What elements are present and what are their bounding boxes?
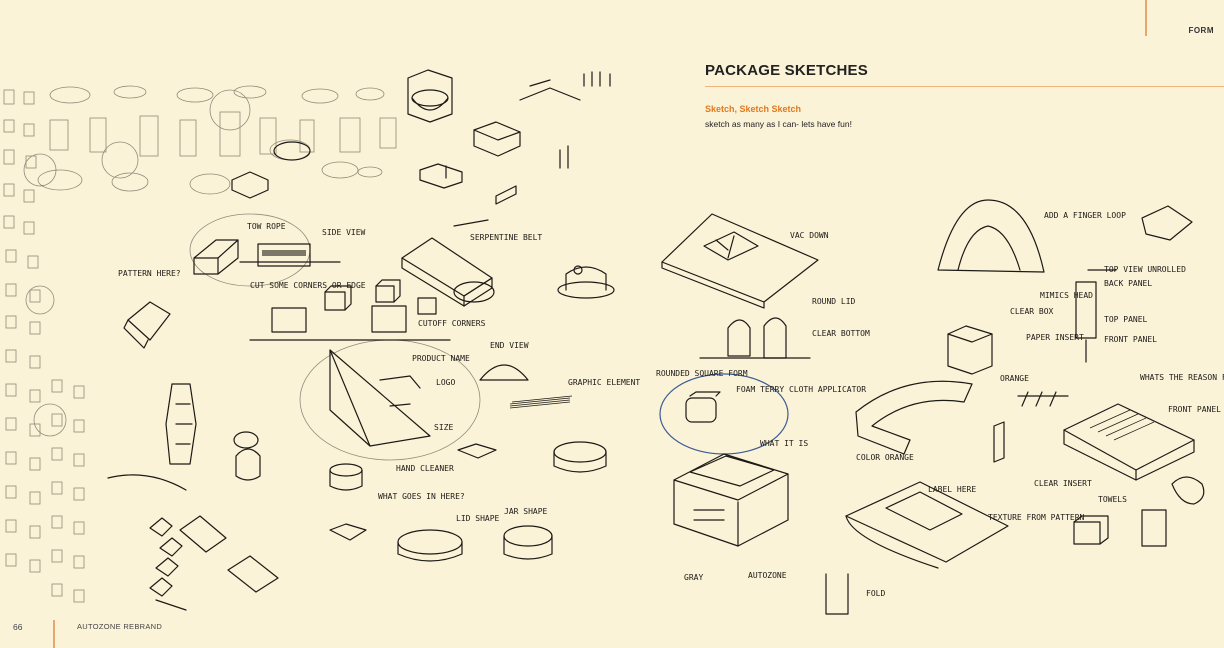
annotation-orange: ORANGE: [1000, 374, 1029, 383]
footer-accent-rule: [53, 620, 55, 648]
annotation-what-it-is: WHAT IT IS: [760, 439, 808, 448]
clear-box-insert-sketch: TOP VIEW UNROLLED BACK PANEL MIMICS HEAD…: [947, 265, 1186, 407]
annotation-serpentine-belt: SERPENTINE BELT: [470, 233, 542, 242]
annotation-lid-shape: LID SHAPE: [456, 514, 500, 523]
annotation-pattern-here: PATTERN HERE?: [118, 269, 181, 278]
serpentine-belt-package-sketch: SERPENTINE BELT: [401, 219, 615, 307]
annotation-size: SIZE: [434, 423, 453, 432]
annotation-color-orange: COLOR ORANGE: [856, 453, 914, 462]
annotation-top-panel: TOP PANEL: [1104, 315, 1148, 324]
cut-corner-cubes-sketch: CUT SOME CORNERS OR EDGE CUTOFF CORNERS: [249, 279, 486, 341]
pattern-panel-sketch: PATTERN HERE?: [118, 269, 181, 349]
autozone-box-sketch: WHAT IT IS GRAY AUTOZONE FOLD: [673, 439, 885, 615]
thumbnail-sketch-row: [37, 85, 397, 199]
annotation-autozone: AUTOZONE: [748, 571, 787, 580]
c-shape-package-sketch: COLOR ORANGE: [855, 380, 1005, 463]
hand-cleaner-jar-sketch: HAND CLEANER WHAT GOES IN HERE? LID SHAP…: [329, 441, 607, 562]
annotation-add-a-finger-loop: ADD A FINGER LOOP: [1044, 211, 1126, 220]
annotation-top-view-unrolled: TOP VIEW UNROLLED: [1104, 265, 1186, 274]
tow-rope-package-sketch: TOW ROPE SIDE VIEW: [189, 213, 366, 287]
page-subtitle: Sketch, Sketch Sketch: [705, 104, 802, 114]
annotation-rounded-square-form: ROUNDED SQUARE FORM: [656, 369, 748, 378]
annotation-clear-box: CLEAR BOX: [1010, 307, 1054, 316]
annotation-tow-rope: TOW ROPE: [247, 222, 286, 231]
annotation-front-panel: FRONT PANEL: [1104, 335, 1157, 344]
pattern-study-grid: [3, 89, 85, 603]
annotation-cutoff-corners: CUTOFF CORNERS: [418, 319, 486, 328]
annotation-jar-shape: JAR SHAPE: [504, 507, 548, 516]
section-label: FORM: [1188, 26, 1214, 35]
finger-loop-dome-sketch: ADD A FINGER LOOP: [937, 199, 1193, 273]
page-body-text: sketch as many as I can- lets have fun!: [705, 119, 852, 129]
annotation-product-name: PRODUCT NAME: [412, 354, 470, 363]
annotation-front-panel-option: FRONT PANEL OPTION: [1168, 405, 1224, 414]
annotation-graphic-element: GRAPHIC ELEMENT: [568, 378, 640, 387]
vac-down-package-sketch: VAC DOWN: [661, 213, 829, 309]
annotation-clear-bottom: CLEAR BOTTOM: [812, 329, 870, 338]
annotation-clear-insert: CLEAR INSERT: [1034, 479, 1092, 488]
annotation-foam-terry-cloth: FOAM TERRY CLOTH APPLICATOR: [736, 385, 866, 394]
annotation-towels: TOWELS: [1098, 495, 1127, 504]
front-panel-option-sketch: WHATS THE REASON FOR THE SHAPE? FRONT PA…: [1034, 373, 1224, 488]
annotation-gray: GRAY: [684, 573, 703, 582]
annotation-cut-some-corners: CUT SOME CORNERS OR EDGE: [250, 281, 366, 290]
annotation-paper-insert: PAPER INSERT: [1026, 333, 1084, 342]
page-title: PACKAGE SKETCHES: [705, 62, 868, 79]
display-stand-thumbnails: [407, 69, 611, 205]
annotation-logo: LOGO: [436, 378, 455, 387]
page-number: 66: [13, 622, 23, 632]
annotation-texture-from-pattern: TEXTURE FROM PATTERN: [988, 513, 1085, 522]
annotation-what-goes-in-here: WHAT GOES IN HERE?: [378, 492, 465, 501]
header-accent-rule: [1145, 0, 1147, 36]
document-title: AUTOZONE REBRAND: [77, 622, 163, 631]
round-lid-container-sketch: ROUND LID CLEAR BOTTOM: [699, 297, 870, 359]
annotation-mimics-head: MIMICS HEAD: [1040, 291, 1093, 300]
annotation-whats-the-reason: WHATS THE REASON FOR THE SHAPE?: [1140, 373, 1224, 382]
annotation-fold: FOLD: [866, 589, 885, 598]
title-underline-rule: [705, 86, 1224, 87]
annotation-hand-cleaner: HAND CLEANER: [396, 464, 454, 473]
annotation-back-panel: BACK PANEL: [1104, 279, 1152, 288]
annotation-end-view: END VIEW: [490, 341, 529, 350]
annotation-vac-down: VAC DOWN: [790, 231, 829, 240]
bottle-and-chain-sketches: [107, 383, 279, 611]
annotation-label-here: LABEL HERE: [928, 485, 976, 494]
towels-kit-sketch: TOWELS: [1073, 476, 1205, 547]
textured-pouch-sketch: LABEL HERE TEXTURE FROM PATTERN: [845, 481, 1085, 569]
annotation-side-view: SIDE VIEW: [322, 228, 366, 237]
annotation-round-lid: ROUND LID: [812, 297, 856, 306]
package-sketch-collage: TOW ROPE SIDE VIEW SERPENTINE BELT CUT S…: [0, 60, 1224, 620]
triangle-package-sketch: PRODUCT NAME END VIEW LOGO GRAPHIC ELEME…: [299, 339, 640, 461]
